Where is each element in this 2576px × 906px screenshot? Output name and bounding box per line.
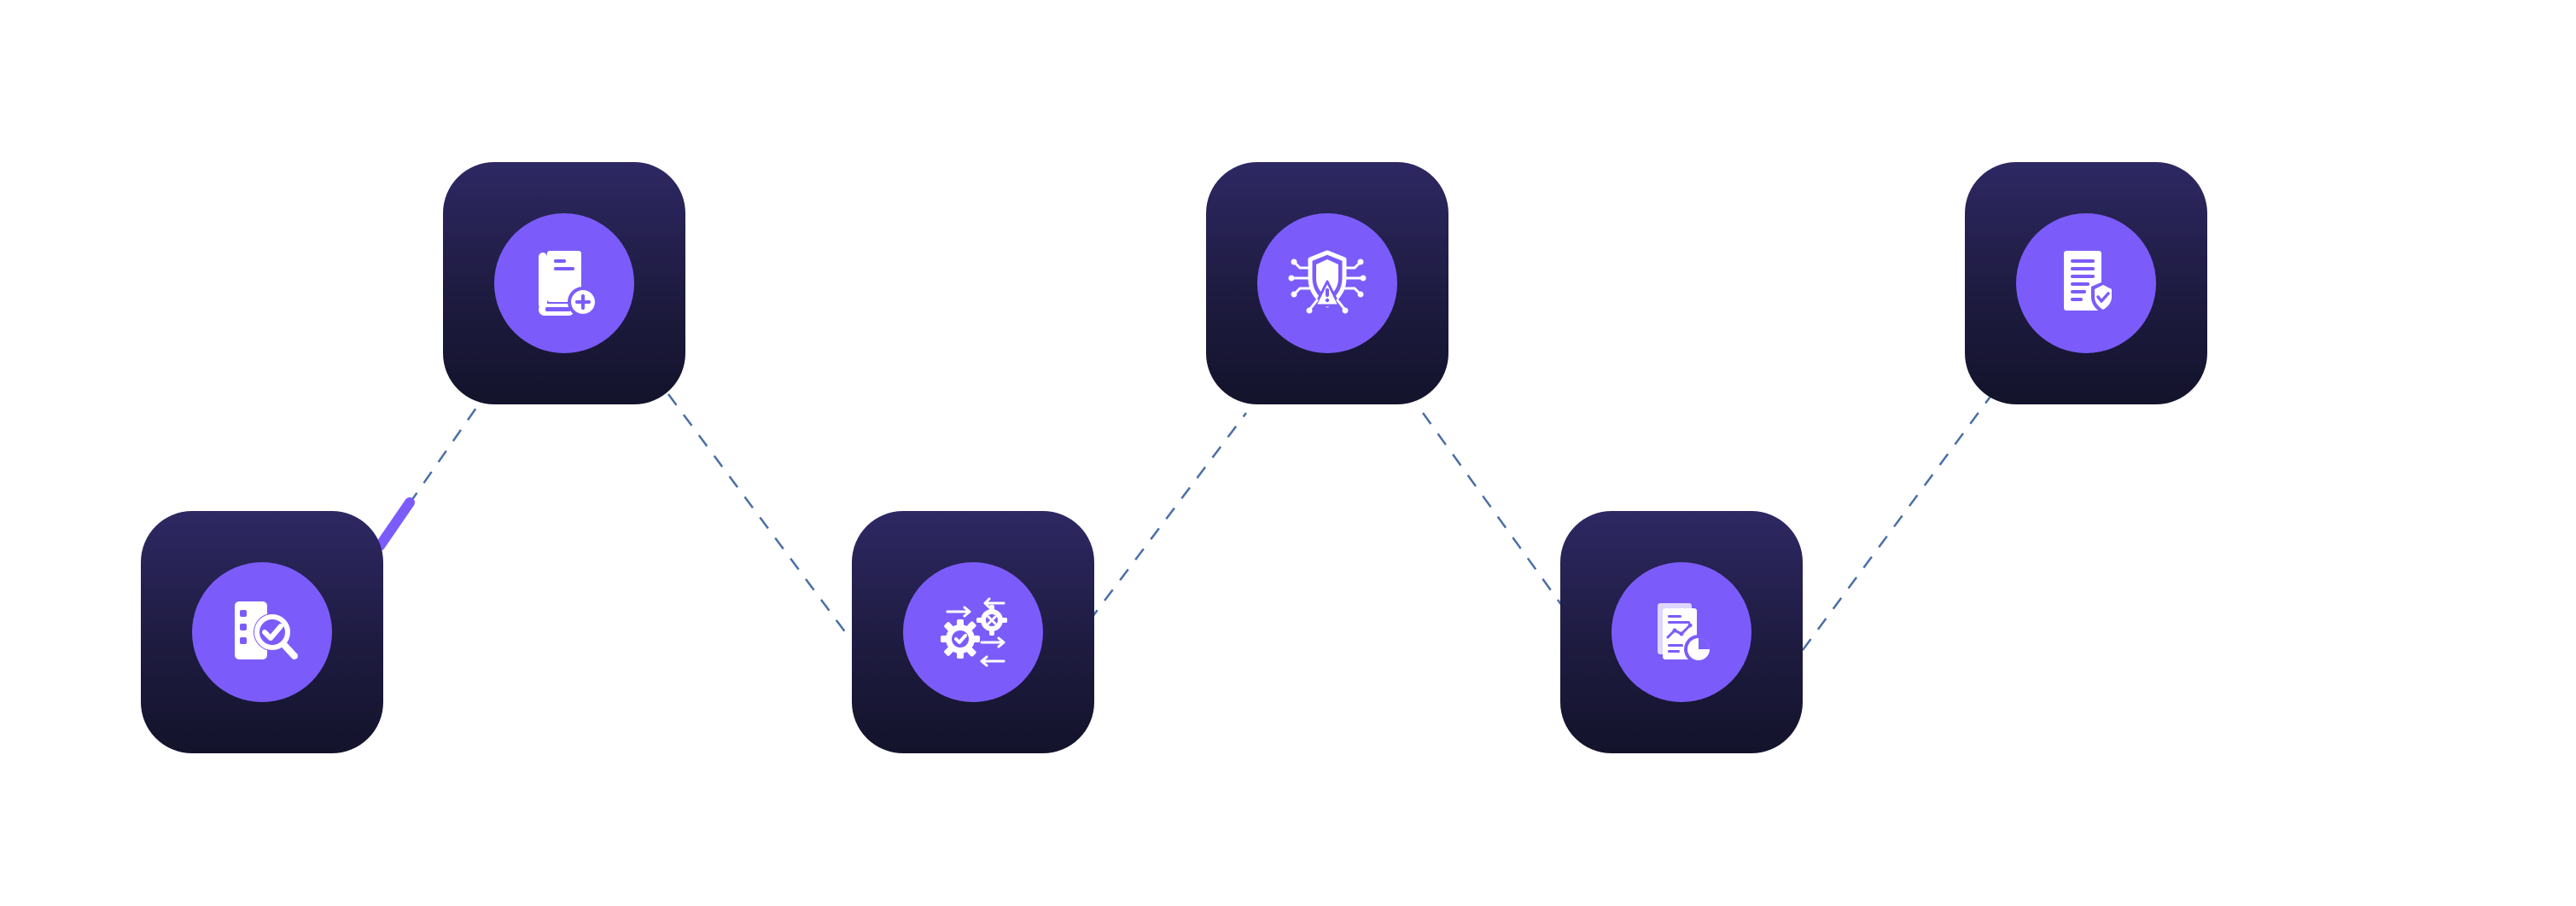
step-6-node[interactable] [1965,162,2207,404]
connector-3-4 [1088,412,1247,622]
shield-network-alert-icon [1288,250,1367,314]
step-3-node[interactable] [852,511,1094,753]
connector-2-3 [667,393,848,634]
book-add-icon [539,251,598,317]
step-4-icon-disc [1257,213,1397,353]
connector-5-6 [1801,393,1994,651]
report-pie-chart-icon [1658,603,1713,664]
connector-1-2-progress [375,497,415,551]
step-5-node[interactable] [1560,511,1803,753]
document-shield-check-icon [2064,251,2115,314]
gear-settings-exchange-icon [941,597,1007,667]
step-6-icon-disc [2016,213,2156,353]
step-2-node[interactable] [443,162,685,404]
step-1-node[interactable] [141,511,383,753]
step-4-node[interactable] [1206,162,1448,404]
checklist-search-icon [235,601,298,659]
step-3-icon-disc [903,562,1043,702]
step-1-icon-disc [192,562,332,702]
step-2-icon-disc [494,213,634,353]
connector-4-5 [1421,412,1564,607]
step-5-icon-disc [1611,562,1751,702]
